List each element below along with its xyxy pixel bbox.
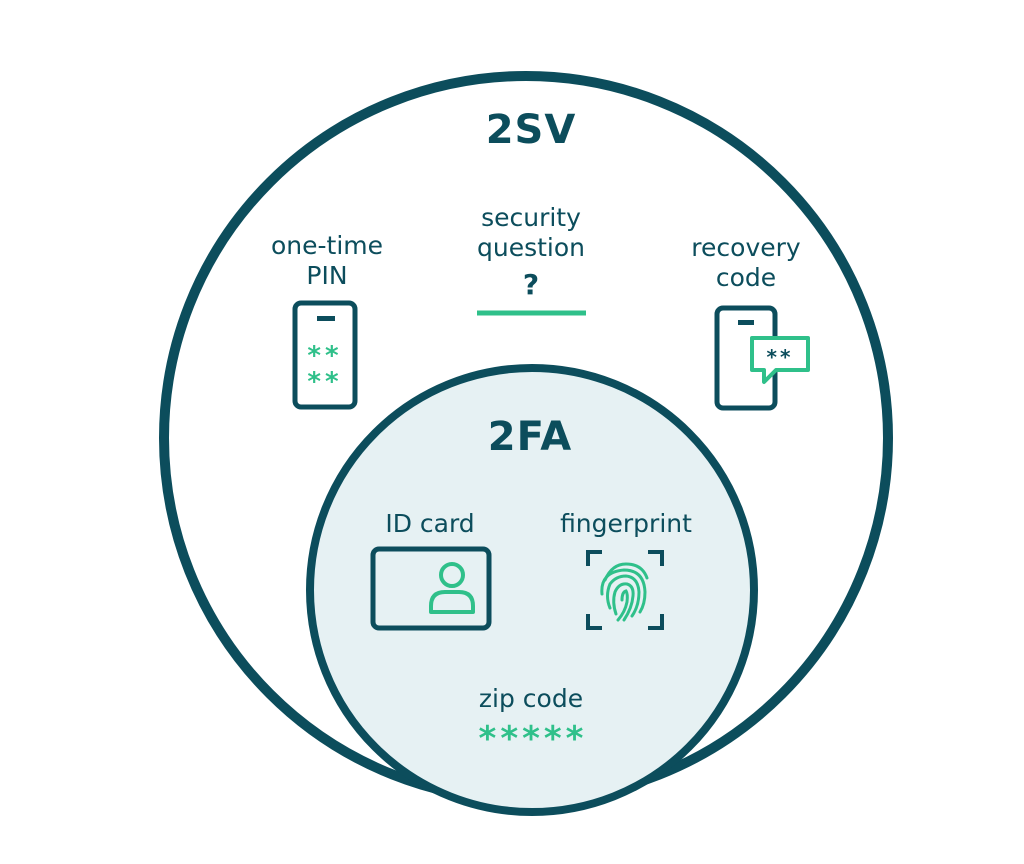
recovery-code-stars: ** xyxy=(767,345,794,369)
label-recovery-code: recovery code xyxy=(691,233,801,292)
recovery-phone-icon xyxy=(714,305,778,411)
question-mark-icon: ? xyxy=(522,268,540,301)
zip-code-mask: ***** xyxy=(478,719,588,759)
inner-title: 2FA xyxy=(487,414,573,460)
id-card-icon xyxy=(370,546,492,631)
fingerprint-icon xyxy=(600,562,649,622)
label-fingerprint: fingerprint xyxy=(560,509,692,538)
pin-code-row-2: ** xyxy=(307,367,342,397)
inner-circle-2fa xyxy=(306,364,758,816)
label-one-time-pin: one-time PIN xyxy=(270,231,384,290)
outer-title: 2SV xyxy=(485,107,577,153)
chat-bubble-icon xyxy=(750,336,810,384)
label-id-card: ID card xyxy=(385,509,475,538)
phone-icon xyxy=(292,300,358,410)
label-security-question: security question xyxy=(476,203,586,262)
fingerprint-frame-icon xyxy=(586,550,664,630)
person-icon xyxy=(429,562,475,614)
pin-code-row-1: ** xyxy=(307,341,342,371)
label-zip-code: zip code xyxy=(478,684,584,713)
